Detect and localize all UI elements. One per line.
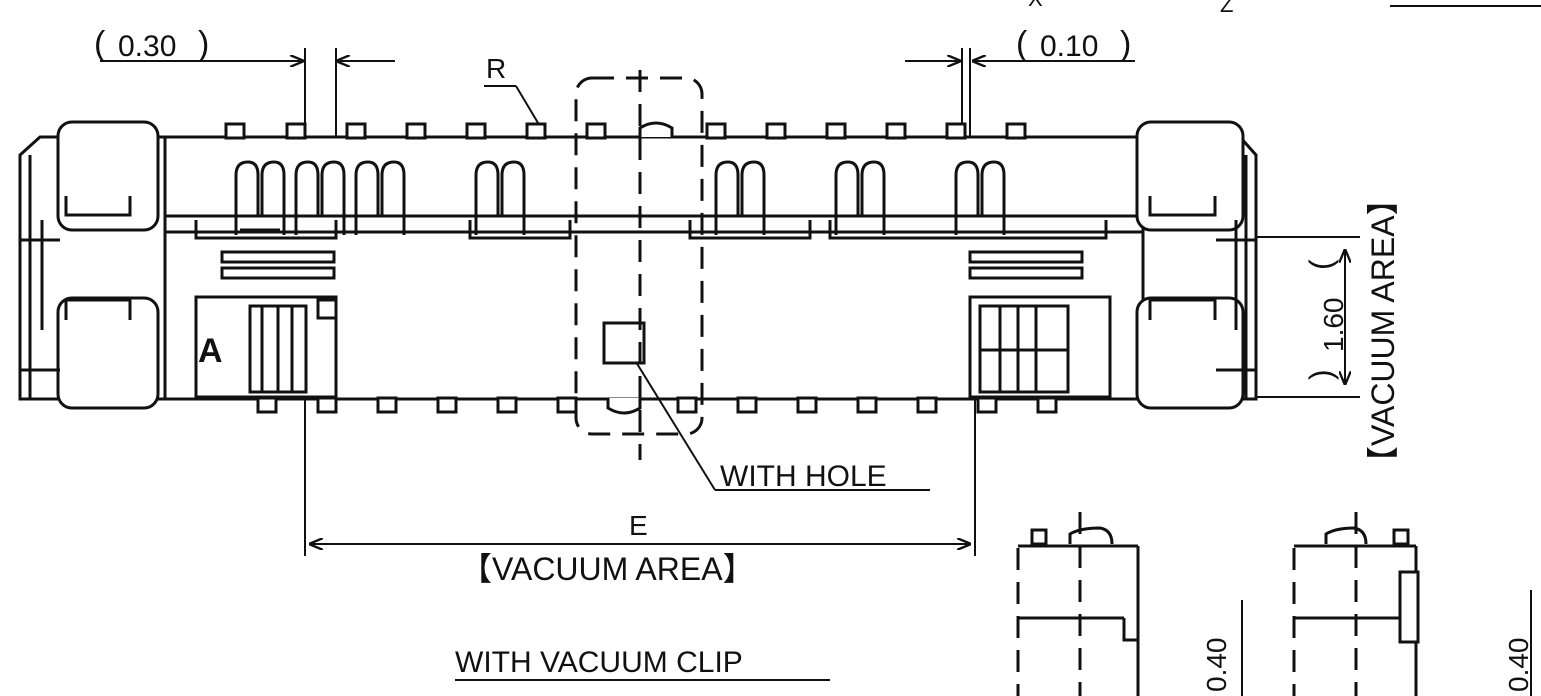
right-inner-stack (968, 250, 1112, 399)
dim-040-right-label: 0.40 (1503, 638, 1534, 693)
dim-160-label: 1.60 (1318, 298, 1349, 353)
connector-body: A (18, 70, 1258, 460)
with-vacuum-clip-label: WITH VACUUM CLIP (455, 646, 743, 679)
right-end-cap (1135, 120, 1258, 410)
dim-e-group: E 【VACUUM AREA】 (304, 400, 976, 587)
dim-160-group: 1.60 ( ) 【VACUUM AREA】 (1256, 183, 1401, 478)
dim-010-open-paren: ( (1016, 25, 1028, 63)
vacuum-area-bottom-label: 【VACUUM AREA】 (460, 551, 755, 587)
dim-040-left-label: 0.40 (1201, 638, 1232, 693)
left-inner-stack (194, 250, 338, 399)
dim-160-paren-close: ) (1303, 369, 1339, 380)
side-view-left: 0.40 (1016, 512, 1243, 696)
with-hole-label: WITH HOLE (720, 460, 887, 493)
top-edge-partial-labels: X Z (1028, 0, 1541, 17)
left-end-cap (18, 120, 167, 410)
dim-010-label: 0.10 (1040, 30, 1098, 63)
view-a-label: A (198, 332, 223, 370)
dim-030-label: 0.30 (118, 30, 176, 63)
top-contact-tabs (224, 121, 1027, 140)
with-hole-callout: WITH HOLE (635, 361, 930, 493)
with-vacuum-clip-caption: WITH VACUUM CLIP (455, 646, 830, 681)
spring-contacts (194, 160, 1108, 240)
with-hole-leader (635, 361, 716, 491)
dim-e-label: E (629, 510, 648, 541)
radius-label: R (486, 53, 506, 84)
edge-z-label: Z (1220, 0, 1233, 17)
side-view-right: 0.40 (1292, 512, 1534, 696)
dim-010-close-paren: ) (1120, 25, 1131, 63)
vacuum-clip-outline (574, 70, 704, 460)
edge-x-label: X (1028, 0, 1043, 11)
dim-030-open-paren: ( (94, 25, 106, 63)
dim-030-close-paren: ) (198, 25, 209, 63)
dim-160-paren-open: ( (1303, 259, 1339, 270)
vacuum-area-right-label: 【VACUUM AREA】 (1365, 183, 1401, 478)
bottom-contact-tabs (256, 396, 1058, 415)
